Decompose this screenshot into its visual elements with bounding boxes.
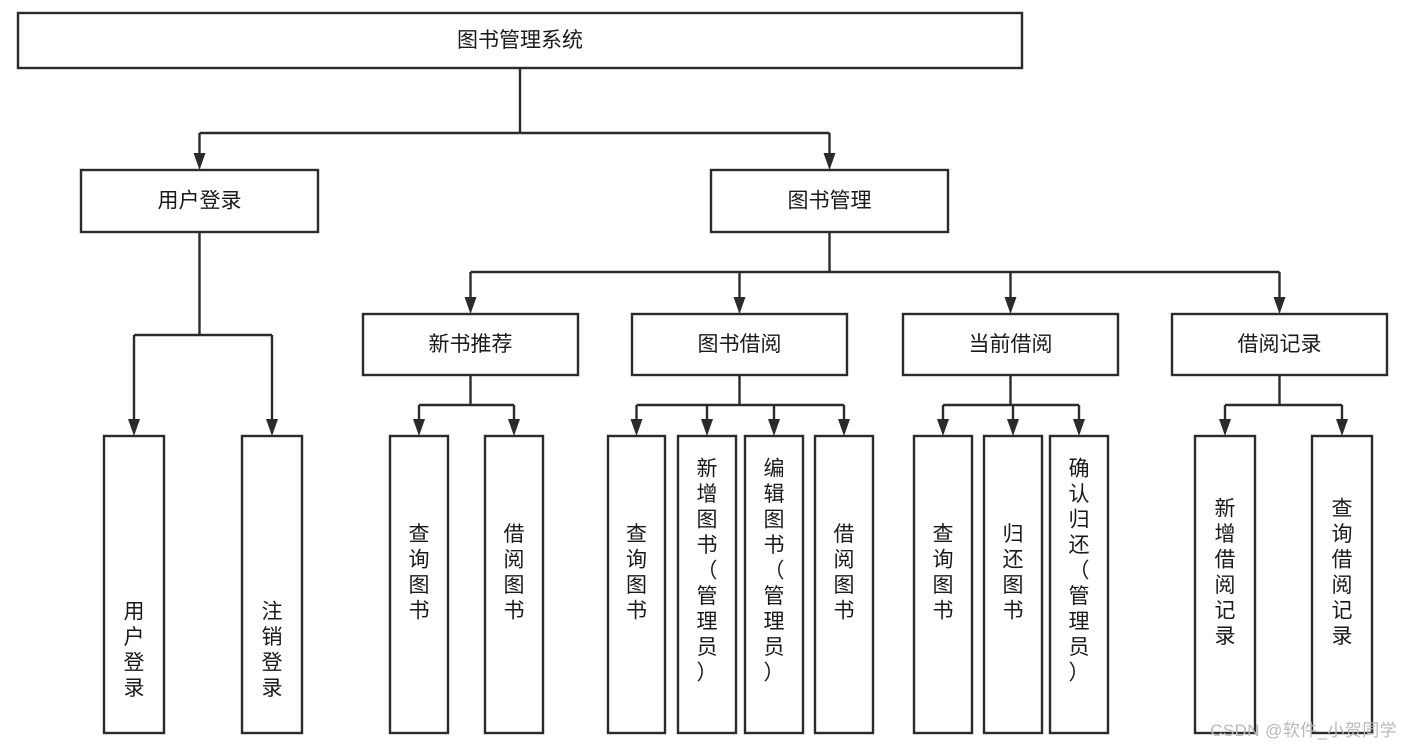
- node-leaf-rec-query[interactable]: 查询图书: [388, 434, 450, 735]
- arrow-head-leaf-bb-query: [630, 419, 643, 436]
- node-leaf-user-login[interactable]: 用户登录: [102, 434, 166, 735]
- node-box-book-borrow[interactable]: [630, 312, 849, 377]
- node-label-borrow-record: 借阅记录: [1238, 333, 1322, 356]
- node-label-user-login: 用户登录: [158, 190, 242, 213]
- arrow-head-leaf-cb-return: [1007, 419, 1019, 436]
- node-label-leaf-user-logout: 注销登录: [262, 601, 283, 701]
- arrow-head-user-login: [193, 153, 206, 170]
- node-box-book-manage[interactable]: [709, 168, 950, 234]
- node-book-borrow[interactable]: 图书借阅: [630, 312, 849, 377]
- node-label-leaf-rec-borrow: 借阅图书: [504, 523, 525, 623]
- node-box-leaf-rec-borrow[interactable]: [483, 434, 545, 735]
- edge-group-book-manage: [464, 232, 1286, 314]
- arrow-head-book-borrow: [733, 297, 746, 314]
- node-leaf-cb-query[interactable]: 查询图书: [912, 434, 974, 735]
- edge-group-borrow-record: [1219, 375, 1348, 436]
- edge-group-user-login: [128, 232, 278, 436]
- node-box-leaf-br-query[interactable]: [1310, 434, 1374, 735]
- edge-group-new-book-rec: [413, 375, 520, 436]
- node-label-leaf-bb-borrow: 借阅图书: [834, 523, 855, 623]
- arrow-head-leaf-cb-confirm: [1073, 419, 1085, 436]
- node-new-book-rec[interactable]: 新书推荐: [361, 312, 580, 377]
- node-box-leaf-rec-query[interactable]: [388, 434, 450, 735]
- arrow-head-leaf-rec-query: [413, 419, 425, 436]
- edge-group-current-borrow: [937, 375, 1085, 436]
- node-book-manage[interactable]: 图书管理: [709, 168, 950, 234]
- node-leaf-br-query[interactable]: 查询借阅记录: [1310, 434, 1374, 735]
- node-box-leaf-bb-query[interactable]: [606, 434, 667, 735]
- node-box-new-book-rec[interactable]: [361, 312, 580, 377]
- node-box-leaf-cb-confirm[interactable]: [1048, 434, 1110, 735]
- arrow-head-leaf-bb-borrow: [838, 419, 850, 436]
- node-label-leaf-user-login: 用户登录: [124, 601, 145, 701]
- node-box-current-borrow[interactable]: [901, 312, 1120, 377]
- arrow-head-leaf-bb-edit: [768, 419, 780, 436]
- node-label-root: 图书管理系统: [457, 29, 583, 52]
- node-label-book-borrow: 图书借阅: [698, 333, 782, 356]
- arrow-head-book-manage: [823, 153, 836, 170]
- node-leaf-bb-query[interactable]: 查询图书: [606, 434, 667, 735]
- node-label-leaf-br-query: 查询借阅记录: [1332, 498, 1353, 649]
- node-leaf-cb-return[interactable]: 归还图书: [982, 434, 1044, 735]
- node-label-current-borrow: 当前借阅: [969, 333, 1053, 356]
- node-box-borrow-record[interactable]: [1170, 312, 1389, 377]
- node-label-leaf-rec-query: 查询图书: [409, 523, 430, 623]
- node-box-root[interactable]: [16, 11, 1024, 70]
- node-label-leaf-br-add: 新增借阅记录: [1215, 498, 1236, 649]
- node-label-leaf-bb-query: 查询图书: [626, 523, 647, 623]
- edge-group-root: [193, 68, 836, 170]
- node-label-leaf-bb-edit: 编辑图书（管理员）: [764, 458, 785, 685]
- node-label-leaf-cb-return: 归还图书: [1003, 523, 1024, 623]
- node-user-login[interactable]: 用户登录: [79, 168, 320, 234]
- node-current-borrow[interactable]: 当前借阅: [901, 312, 1120, 377]
- node-root[interactable]: 图书管理系统: [16, 11, 1024, 70]
- node-label-leaf-bb-add: 新增图书（管理员）: [697, 458, 718, 685]
- arrow-head-borrow-record: [1273, 297, 1286, 314]
- node-label-leaf-cb-query: 查询图书: [933, 523, 954, 623]
- node-label-new-book-rec: 新书推荐: [429, 333, 513, 356]
- node-leaf-user-logout[interactable]: 注销登录: [240, 434, 304, 735]
- node-box-user-login[interactable]: [79, 168, 320, 234]
- nodes-layer: 图书管理系统用户登录图书管理新书推荐图书借阅当前借阅借阅记录用户登录注销登录查询…: [16, 11, 1389, 735]
- node-box-leaf-user-logout[interactable]: [240, 434, 304, 735]
- node-leaf-cb-confirm[interactable]: 确认归还（管理员）: [1048, 434, 1110, 735]
- node-box-leaf-bb-borrow[interactable]: [813, 434, 875, 735]
- node-label-leaf-cb-confirm: 确认归还（管理员）: [1069, 458, 1090, 685]
- arrow-head-leaf-cb-query: [937, 419, 949, 436]
- node-box-leaf-br-add[interactable]: [1193, 434, 1257, 735]
- arrow-head-leaf-br-query: [1336, 419, 1348, 436]
- connectors-layer: [128, 68, 1348, 436]
- arrow-head-leaf-user-login: [128, 419, 140, 436]
- arrow-head-leaf-br-add: [1219, 419, 1231, 436]
- node-leaf-bb-borrow[interactable]: 借阅图书: [813, 434, 875, 735]
- node-borrow-record[interactable]: 借阅记录: [1170, 312, 1389, 377]
- node-leaf-br-add[interactable]: 新增借阅记录: [1193, 434, 1257, 735]
- node-box-leaf-bb-add[interactable]: [676, 434, 738, 735]
- arrow-head-current-borrow: [1004, 297, 1017, 314]
- arrow-head-new-book-rec: [464, 297, 477, 314]
- node-leaf-bb-add[interactable]: 新增图书（管理员）: [676, 434, 738, 735]
- node-box-leaf-bb-edit[interactable]: [743, 434, 805, 735]
- node-box-leaf-cb-return[interactable]: [982, 434, 1044, 735]
- arrow-head-leaf-user-logout: [266, 419, 278, 436]
- node-box-leaf-cb-query[interactable]: [912, 434, 974, 735]
- node-leaf-bb-edit[interactable]: 编辑图书（管理员）: [743, 434, 805, 735]
- node-label-book-manage: 图书管理: [788, 190, 872, 213]
- node-leaf-rec-borrow[interactable]: 借阅图书: [483, 434, 545, 735]
- arrow-head-leaf-rec-borrow: [508, 419, 520, 436]
- node-box-leaf-user-login[interactable]: [102, 434, 166, 735]
- arrow-head-leaf-bb-add: [701, 419, 713, 436]
- edge-group-book-borrow: [630, 375, 850, 436]
